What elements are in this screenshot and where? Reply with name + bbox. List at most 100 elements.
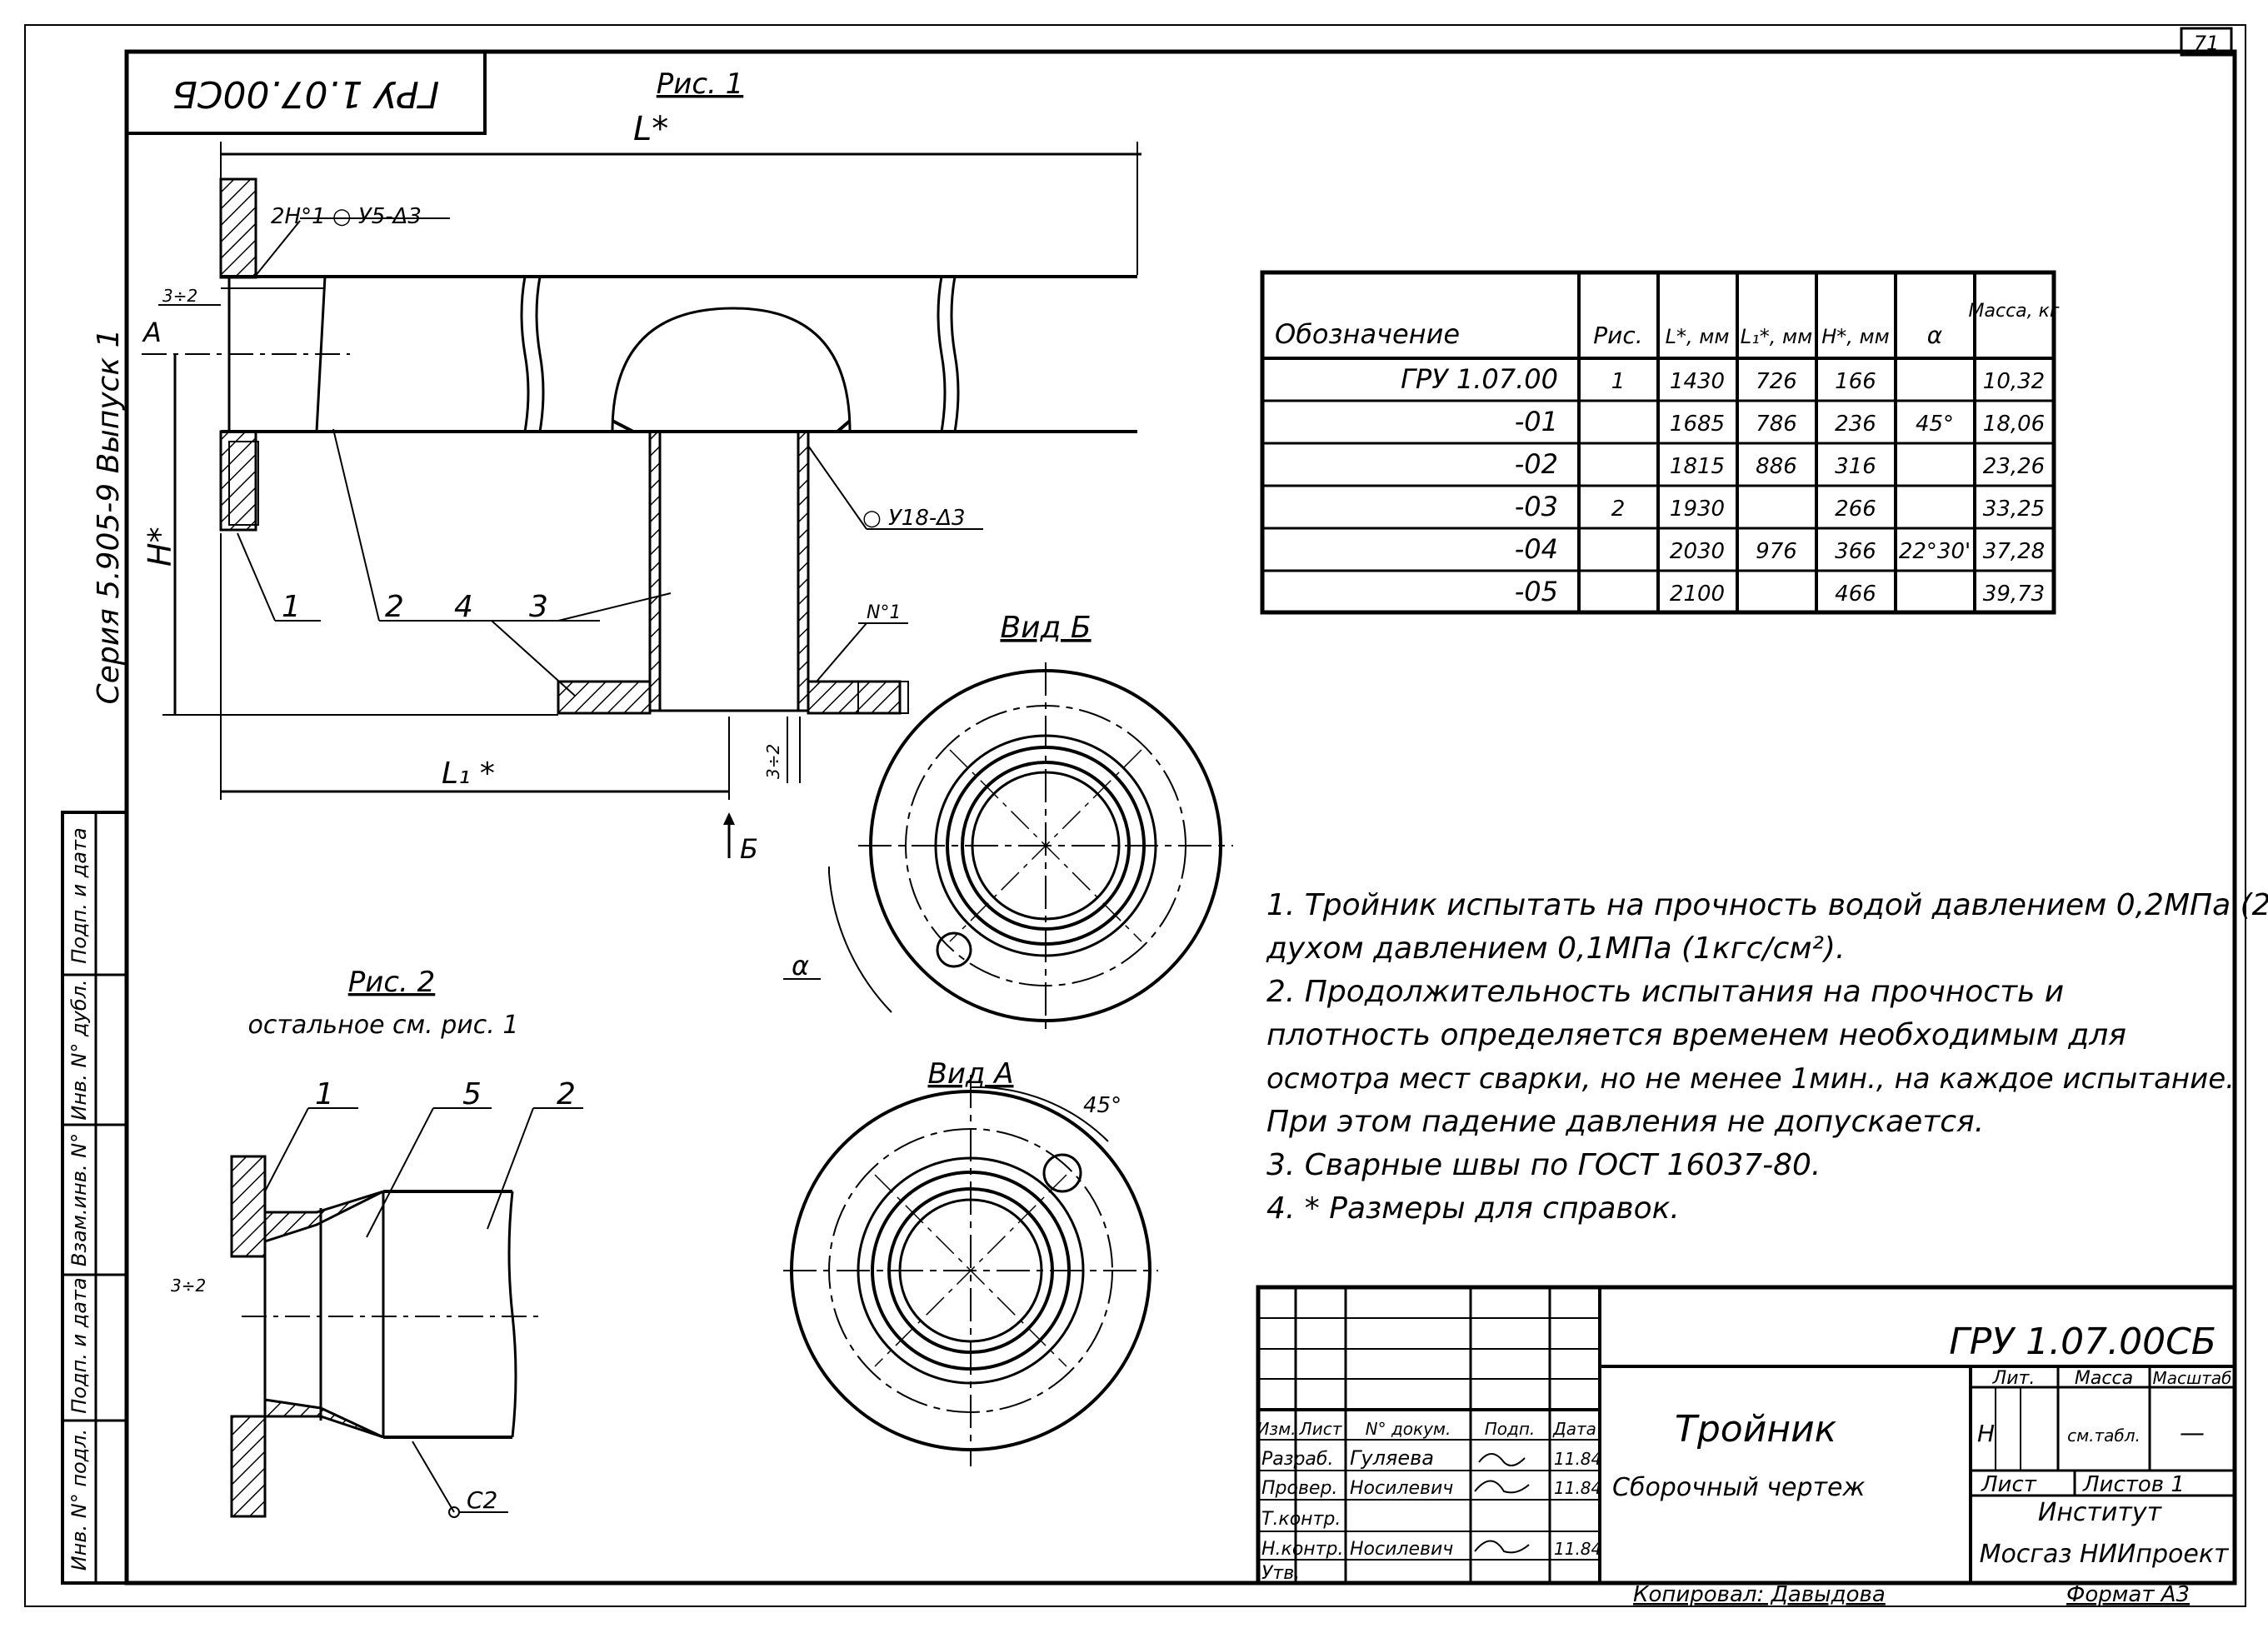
- table-cell: 1815: [1670, 454, 1725, 479]
- table-cell: 23,26: [1983, 454, 2045, 479]
- note-line: При этом падение давления не допускается…: [1266, 1105, 1984, 1139]
- series-label: Серия 5.905-9 Выпуск 1: [92, 329, 126, 705]
- table-header: Масса, кг: [1969, 301, 2060, 322]
- table-cell: 1930: [1670, 497, 1725, 522]
- tb-sheets-label: Листов 1: [2082, 1472, 2185, 1497]
- gap-top: 3÷2: [162, 286, 197, 306]
- callout-2: 2: [385, 590, 404, 624]
- fig2-callout-1: 1: [315, 1077, 334, 1111]
- table-cell: 2: [1611, 497, 1626, 522]
- tb-role: Т.контр.: [1261, 1509, 1341, 1530]
- tb-header-cell: Дата: [1552, 1419, 1596, 1439]
- table-cell: ГРУ 1.07.00: [1401, 363, 1558, 395]
- table-cell: 166: [1835, 369, 1876, 394]
- dim-H-label: H*: [142, 527, 178, 567]
- tb-mass-label: Масса: [2075, 1368, 2133, 1389]
- tb-lit-value: Н: [1977, 1420, 1995, 1447]
- bottom-flange-right: [807, 680, 902, 715]
- left-strip: Инв. N° подл. Подп. и дата Взам.инв. N° …: [61, 811, 128, 1585]
- figure2-title: Рис. 2: [348, 966, 436, 999]
- table-cell: 236: [1835, 412, 1876, 437]
- technical-notes: 1. Тройник испытать на прочность водой д…: [1266, 888, 2268, 1226]
- callout-3: 3: [529, 590, 548, 624]
- note-line: духом давлением 0,1МПа (1кгс/см²).: [1266, 931, 1845, 966]
- figure-1: Рис. 1 L* A 3÷2 2Н°1 ○ У5-Δ3: [142, 67, 1141, 865]
- bolt-hole: [936, 931, 972, 968]
- table-header: Рис.: [1593, 322, 1642, 349]
- callout-4: 4: [454, 590, 473, 624]
- view-a: Вид А 45°: [783, 1057, 1158, 1466]
- note-line: 1. Тройник испытать на прочность водой д…: [1266, 888, 2268, 922]
- figure-2: Рис. 2 остальное см. рис. 1 3÷2 1 5 2 С2: [171, 966, 583, 1518]
- table-cell: -01: [1515, 406, 1558, 437]
- tb-sheet-label: Лист: [1981, 1472, 2037, 1497]
- table-cell: 18,06: [1983, 412, 2045, 437]
- table-cell: 316: [1835, 454, 1876, 479]
- tb-name: Тройник: [1675, 1408, 1837, 1451]
- spec-table: Обозначение Рис. L*, мм L₁*, мм H*, мм α…: [1260, 270, 2060, 615]
- table-cell: 45°: [1916, 412, 1954, 437]
- tb-org-line2: Мосгаз НИИпроект: [1980, 1540, 2230, 1569]
- label-A: A: [142, 317, 162, 348]
- rotated-code: ГРУ 1.07.00СБ: [172, 72, 440, 115]
- angle-45: 45°: [1083, 1093, 1122, 1118]
- tb-lit-label: Лит.: [1992, 1368, 2036, 1389]
- weld-n1: N°1: [867, 602, 901, 623]
- tb-role: Провер.: [1261, 1478, 1337, 1499]
- view-b: Вид Б α: [783, 611, 1233, 1029]
- fig2-callout-2: 2: [557, 1077, 576, 1111]
- table-cell: -02: [1515, 448, 1558, 480]
- sheet-number-box: [2180, 27, 2233, 57]
- note-line: 2. Продолжительность испытания на прочно…: [1266, 975, 2064, 1009]
- tb-doc-type: Сборочный чертеж: [1612, 1473, 1865, 1502]
- tb-header-cell: N° докум.: [1366, 1419, 1451, 1439]
- figure2-subtitle: остальное см. рис. 1: [248, 1011, 519, 1040]
- fig2-gap: 3÷2: [171, 1276, 206, 1296]
- bolt-hole: [1042, 1153, 1082, 1193]
- angle-alpha: α: [792, 950, 809, 981]
- fig2-callout-5: 5: [462, 1077, 482, 1111]
- note-line: 3. Сварные швы по ГОСТ 16037-80.: [1266, 1148, 1821, 1182]
- fig2-weld: С2: [467, 1486, 497, 1514]
- table-cell: 39,73: [1983, 582, 2045, 607]
- view-arrow-b: Б: [740, 833, 758, 865]
- weld-top: 2Н°1 ○ У5-Δ3: [271, 204, 422, 229]
- note-line: осмотра мест сварки, но не менее 1мин., …: [1266, 1062, 2235, 1096]
- tb-role: Разраб.: [1261, 1449, 1333, 1470]
- table-header: Обозначение: [1275, 318, 1460, 350]
- tb-doc-code: ГРУ 1.07.00СБ: [1949, 1321, 2216, 1363]
- table-cell: 886: [1756, 454, 1797, 479]
- table-header: α: [1927, 322, 1943, 349]
- table-cell: 786: [1756, 412, 1797, 437]
- tb-role: Н.контр.: [1261, 1539, 1343, 1560]
- tb-header-cell: Лист: [1299, 1419, 1343, 1439]
- table-cell: 2100: [1670, 582, 1725, 607]
- branch-dome: [611, 307, 852, 432]
- table-cell: 33,25: [1983, 497, 2045, 522]
- table-cell: 726: [1756, 369, 1797, 394]
- strip-label: Подп. и дата: [67, 1277, 91, 1414]
- table-cell: 366: [1835, 539, 1876, 564]
- table-header: L*, мм: [1666, 325, 1730, 348]
- table-cell: 466: [1835, 582, 1876, 607]
- gap-bottom: 3÷2: [763, 744, 783, 779]
- tb-header-cell: Изм.: [1256, 1419, 1296, 1439]
- rotated-code-box: ГРУ 1.07.00СБ: [125, 50, 487, 135]
- tb-role-name: Гуляева: [1350, 1446, 1434, 1470]
- tb-role-name: Носилевич: [1350, 1478, 1453, 1499]
- signature: [1474, 1480, 1530, 1494]
- tb-header-cell: Подп.: [1485, 1419, 1536, 1439]
- fig2-flange-bottom: [230, 1415, 267, 1518]
- strip-label: Подп. и дата: [67, 827, 91, 964]
- table-cell: 1430: [1670, 369, 1725, 394]
- callout-1: 1: [282, 590, 301, 624]
- strip-label: Инв. N° дубл.: [67, 979, 91, 1120]
- title-block: Изм. Лист N° докум. Подп. Дата Разраб. Г…: [1256, 1285, 2237, 1586]
- format-label: Формат А3: [2066, 1582, 2190, 1607]
- branch-wall-left: [648, 430, 662, 712]
- table-cell: 266: [1835, 497, 1876, 522]
- note-line: 4. * Размеры для справок.: [1266, 1191, 1680, 1226]
- table-cell: -03: [1515, 491, 1558, 522]
- dim-L1-label: L₁ *: [442, 757, 495, 791]
